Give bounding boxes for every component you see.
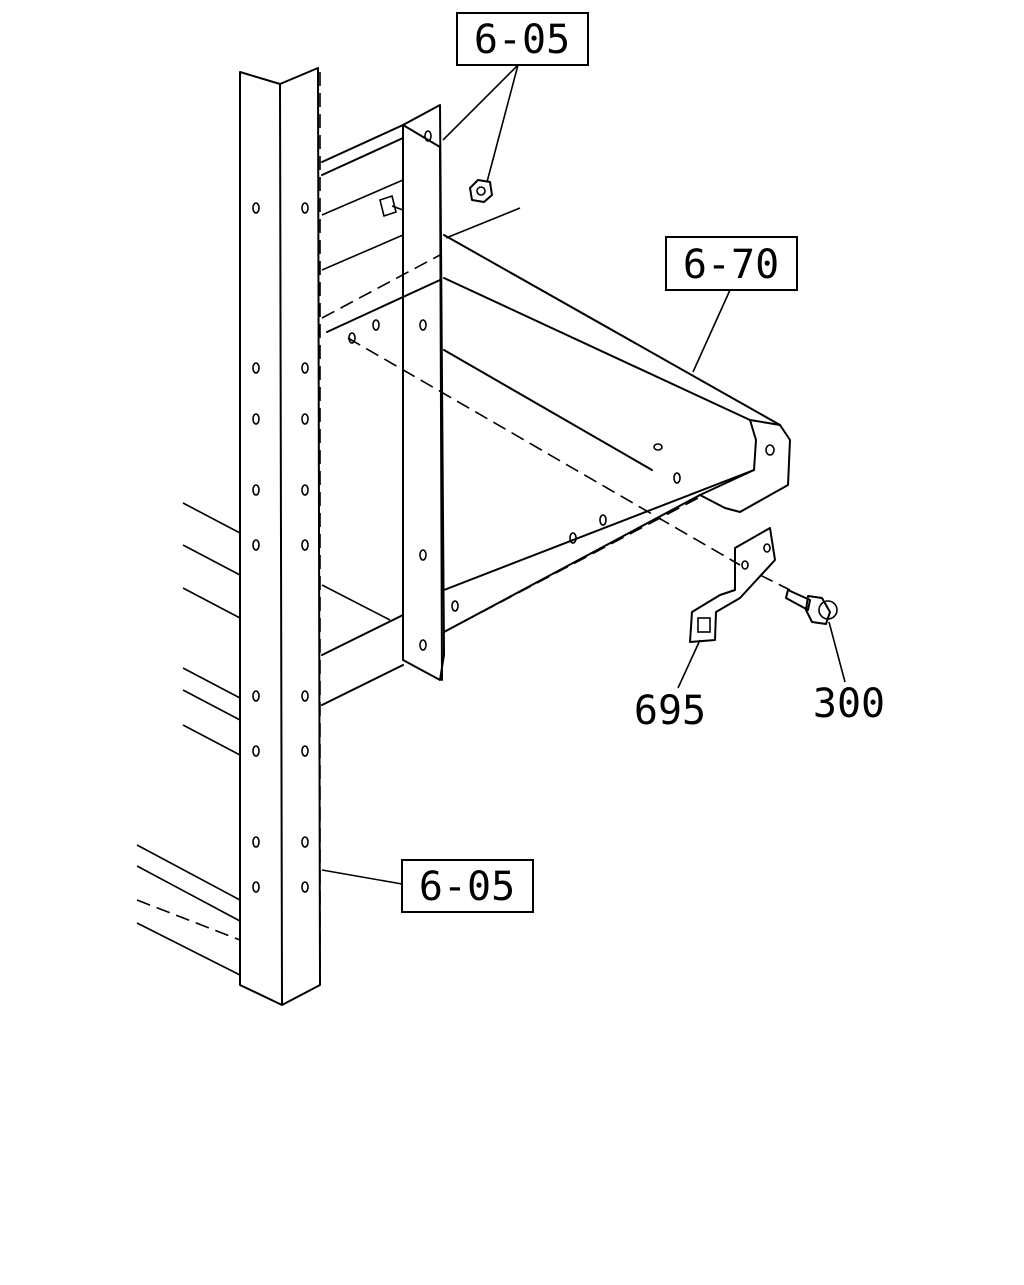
bracket-part bbox=[689, 527, 776, 643]
frame-rails bbox=[136, 502, 241, 976]
nut-part bbox=[445, 179, 521, 239]
center-line bbox=[347, 337, 741, 566]
bolt-part bbox=[759, 574, 838, 625]
part-number-695: 695 bbox=[634, 688, 706, 734]
callout-ref-mid: 6-70 bbox=[665, 236, 798, 291]
callout-ref-mid-label: 6-70 bbox=[683, 242, 779, 288]
part-number-300: 300 bbox=[813, 681, 885, 727]
cross-member bbox=[321, 234, 791, 706]
callout-ref-top: 6-05 bbox=[456, 12, 589, 66]
callout-ref-bottom-label: 6-05 bbox=[419, 864, 515, 910]
leader-lines bbox=[321, 64, 846, 885]
upright-plate bbox=[379, 104, 445, 681]
callout-ref-bottom: 6-05 bbox=[401, 859, 534, 913]
upper-rail bbox=[321, 124, 441, 333]
vertical-post bbox=[239, 67, 321, 1006]
callout-ref-top-label: 6-05 bbox=[474, 17, 570, 63]
